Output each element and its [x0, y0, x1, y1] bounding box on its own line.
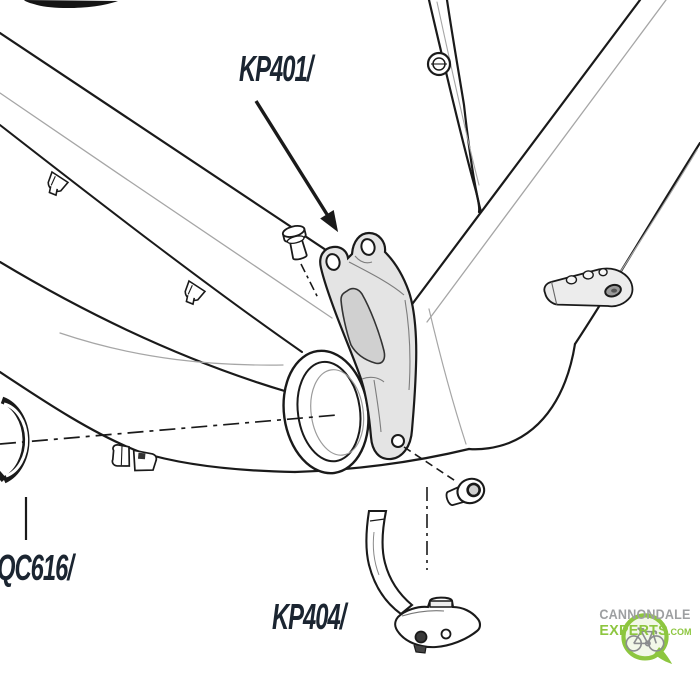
seat-tube — [427, 0, 483, 445]
mount-bolt-top-icon — [281, 224, 308, 261]
bike-bubble-icon — [621, 613, 673, 664]
wire-clamp-icon — [111, 444, 158, 472]
down-tube — [408, 0, 700, 346]
bottle-boss-icon — [426, 51, 452, 77]
kp404-chain-catcher-part — [365, 509, 482, 654]
qc616-snap-ring-part — [0, 396, 30, 484]
cropped-part-top-left — [24, 0, 118, 9]
part-label-qc616: QC616/ — [0, 547, 74, 588]
road-bike-icon — [625, 627, 665, 652]
kp401-bracket-part — [319, 231, 418, 461]
part-label-kp401: KP401/ — [239, 48, 313, 89]
seatstay-tube — [0, 31, 358, 353]
part-label-kp404: KP404/ — [272, 596, 346, 637]
logo-com-text: .COM — [667, 627, 692, 638]
bolt-axis-dash-bottom — [403, 446, 458, 483]
cable-stop-icon — [543, 267, 634, 308]
logo-brand-subtitle: EXPERTS.COM — [599, 622, 691, 639]
axis-centerline — [0, 414, 338, 445]
mount-bolt-bottom-icon — [445, 477, 486, 506]
cannondale-experts-logo: CANNONDALE EXPERTS.COM — [591, 606, 699, 696]
bolt-axis-dash-top — [300, 263, 319, 299]
logo-brand-name: CANNONDALE — [599, 607, 691, 622]
logo-experts-text: EXPERTS — [598, 622, 668, 639]
cable-guide-icon — [47, 170, 207, 306]
kp401-leader-arrow — [254, 100, 339, 233]
